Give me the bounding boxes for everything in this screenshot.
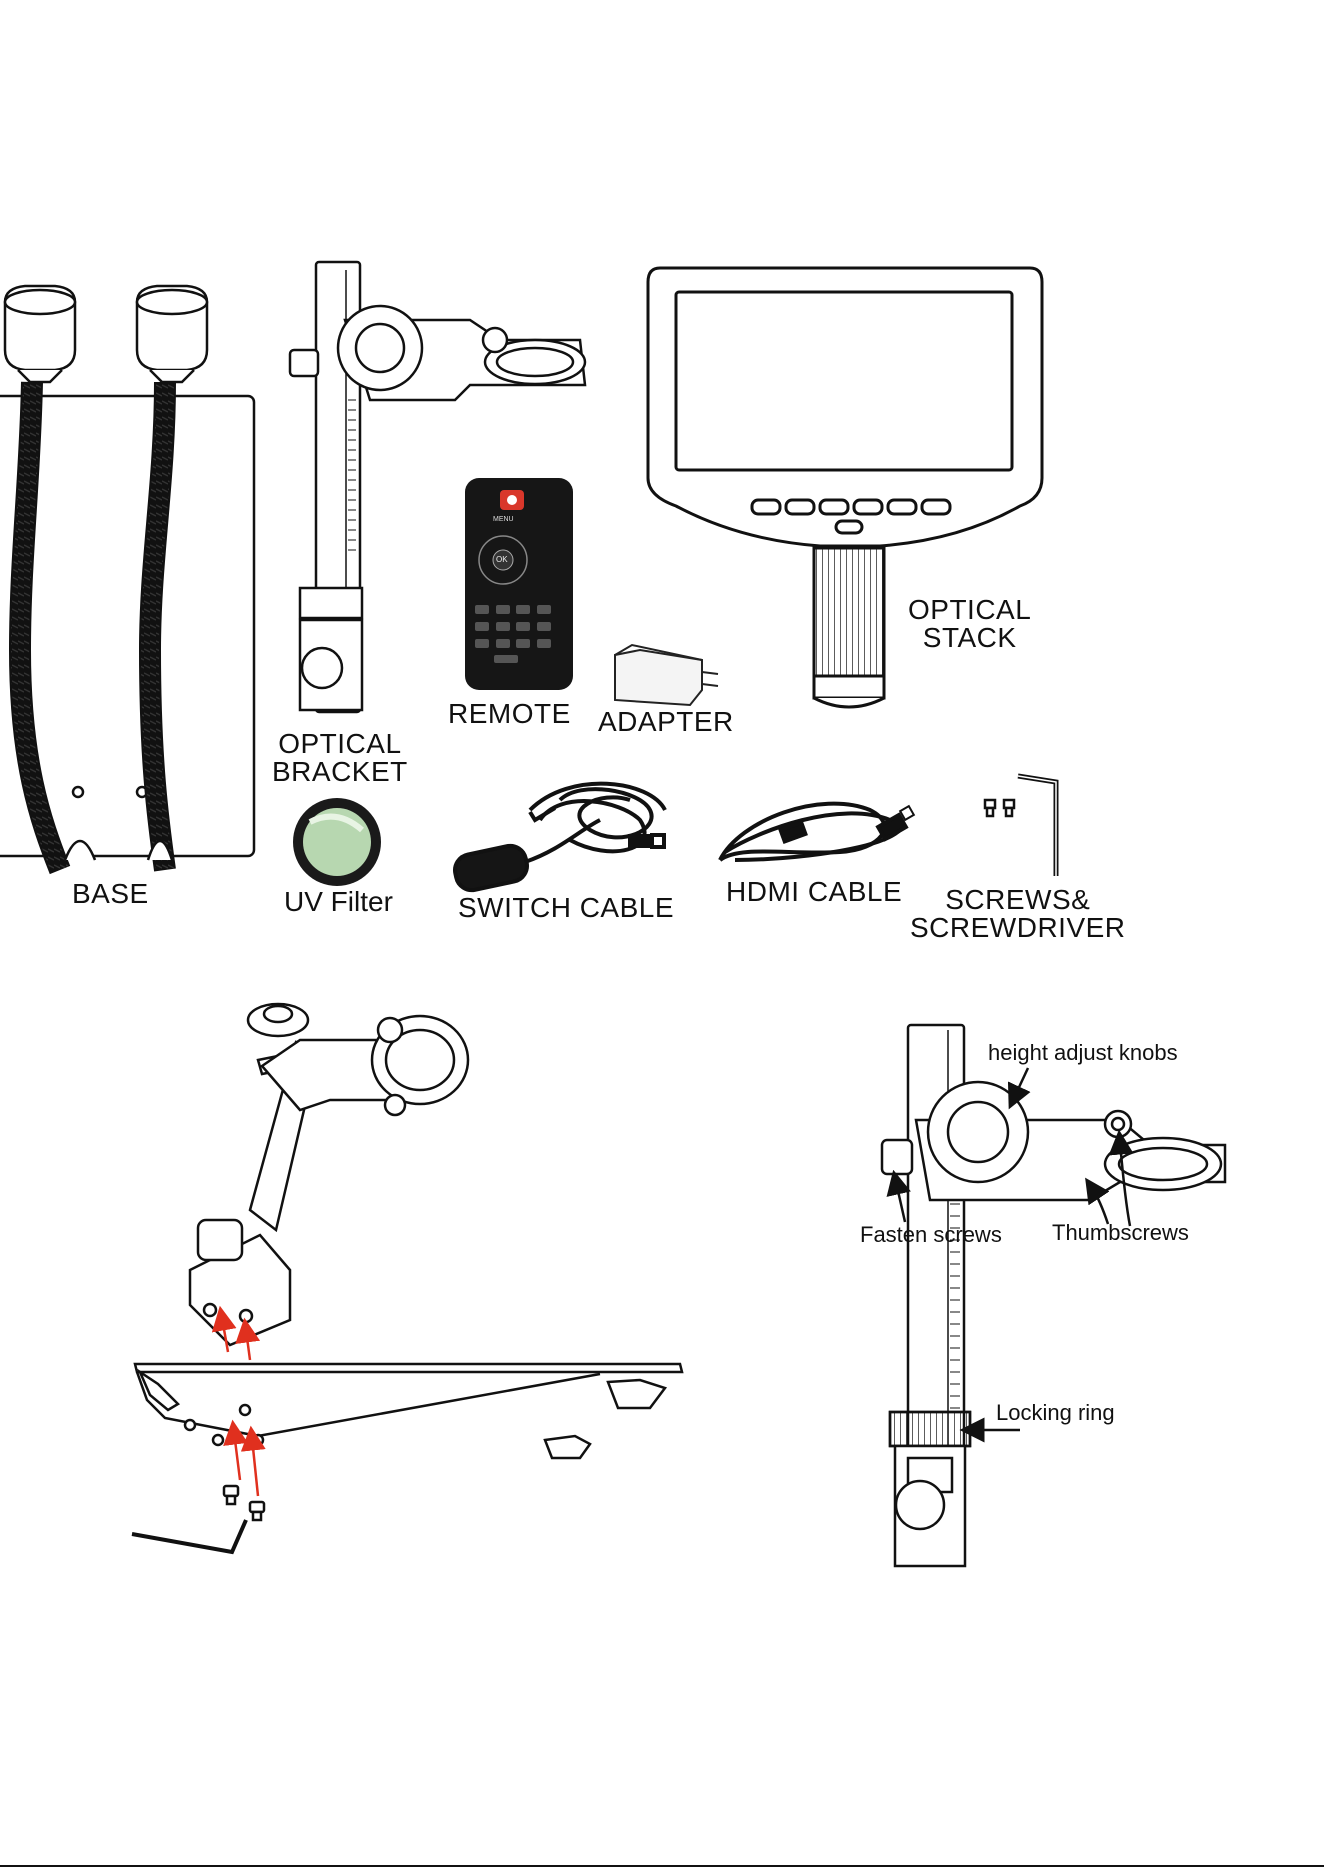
- detail-bracket-illustration: [882, 1025, 1225, 1566]
- adapter-illustration: [615, 645, 718, 705]
- hdmi-cable-illustration: [720, 804, 914, 860]
- label-switch-cable: SWITCH CABLE: [458, 894, 674, 922]
- callout-height-adjust-knobs: height adjust knobs: [988, 1042, 1178, 1064]
- label-optical-stack: OPTICAL STACK: [908, 596, 1031, 652]
- remote-ok-key: OK: [496, 556, 508, 564]
- switch-cable-illustration: [452, 784, 665, 893]
- screws-screwdriver-illustration: [985, 776, 1056, 876]
- label-adapter: ADAPTER: [598, 708, 734, 736]
- label-remote: REMOTE: [448, 700, 571, 728]
- remote-illustration: [465, 478, 573, 690]
- label-hdmi-cable: HDMI CABLE: [726, 878, 902, 906]
- label-optical-bracket: OPTICAL BRACKET: [272, 730, 408, 786]
- base-illustration: [0, 286, 254, 870]
- assembly-illustration: [132, 1004, 682, 1552]
- label-base: BASE: [72, 880, 149, 908]
- remote-menu-key: MENU: [493, 516, 514, 523]
- uv-filter-illustration: [293, 798, 381, 886]
- label-screws-screwdriver: SCREWS& SCREWDRIVER: [910, 886, 1126, 942]
- callout-thumbscrews: Thumbscrews: [1052, 1222, 1189, 1244]
- callout-fasten-screws: Fasten screws: [860, 1224, 1002, 1246]
- label-uv-filter: UV Filter: [284, 888, 393, 916]
- callout-locking-ring: Locking ring: [996, 1402, 1115, 1424]
